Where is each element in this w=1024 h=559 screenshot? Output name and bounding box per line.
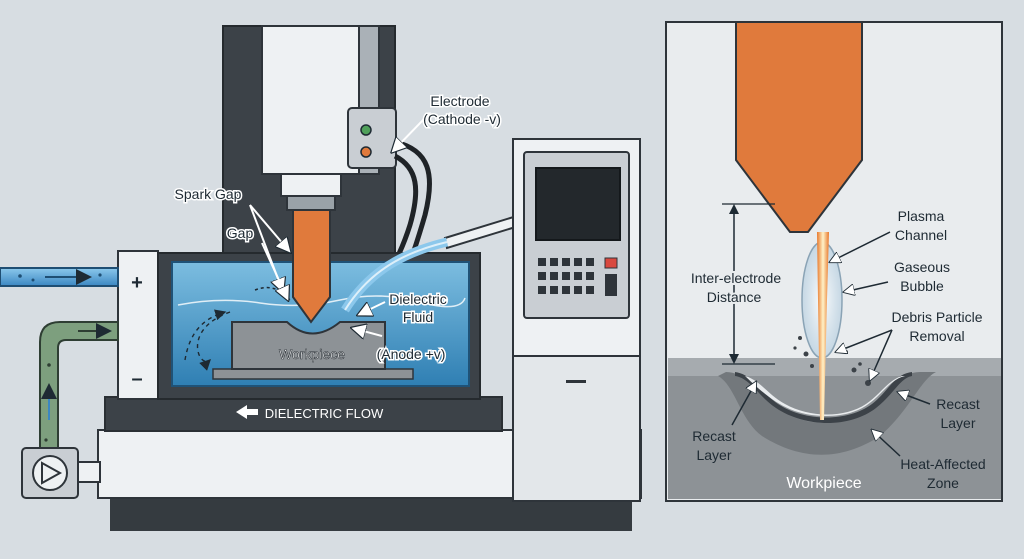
machine-head	[261, 25, 360, 175]
pump-connector	[77, 461, 101, 483]
plasma-channel	[817, 232, 829, 420]
spark-gap-label: Spark Gap	[175, 186, 242, 202]
gaseous-label-2: Bubble	[900, 278, 944, 294]
right-leaders	[731, 231, 931, 457]
workpiece-block	[231, 321, 386, 370]
electrode-label-2: (Cathode -v)	[423, 111, 501, 127]
electrode	[292, 209, 331, 324]
recast-left-label-1: Recast	[692, 428, 736, 444]
plasma-label-1: Plasma	[898, 208, 945, 224]
detail-workpiece-top	[668, 358, 1001, 376]
haz-leader	[872, 430, 901, 457]
inlet-pipe	[0, 267, 119, 287]
electrode-clamp	[286, 195, 336, 211]
dielectric-flow-label: DIELECTRIC FLOW	[265, 406, 384, 421]
anode-leader	[352, 328, 383, 336]
orange-indicator-icon	[360, 146, 372, 158]
debris-particles	[793, 336, 871, 386]
debris-leader-1	[836, 329, 893, 352]
electrode-label-1: Electrode	[430, 93, 489, 109]
plus-terminal: +	[131, 272, 143, 294]
dielectric-stream-highlight	[344, 241, 448, 311]
return-pipe	[21, 321, 119, 499]
workpiece-label-right: Workpiece	[786, 475, 861, 492]
detail-electrode	[735, 21, 863, 233]
left-leaders	[249, 117, 426, 336]
electrode-holder	[280, 173, 342, 197]
gap-leader	[261, 242, 288, 300]
recast-right-leader	[898, 392, 931, 405]
debris-label-1: Debris Particle	[891, 309, 982, 325]
plasma-leader	[830, 231, 891, 262]
haz-label-2: Zone	[927, 475, 959, 491]
debris-leader-2	[870, 329, 893, 380]
debris-label-2: Removal	[909, 328, 964, 344]
dielectric-leader	[358, 301, 386, 315]
side-panel	[117, 250, 159, 400]
inter-electrode-label-2: Distance	[707, 289, 762, 305]
gaseous-label-1: Gaseous	[894, 259, 950, 275]
plasma-label-2: Channel	[895, 227, 947, 243]
recast-right-label-2: Layer	[940, 415, 975, 431]
inter-electrode-label-1: Inter-electrode	[691, 270, 781, 286]
control-box	[347, 107, 397, 169]
circulation-arrow	[196, 311, 231, 371]
anode-label: (Anode +v)	[377, 346, 446, 362]
red-button-icon	[604, 257, 618, 269]
recast-right-label-1: Recast	[936, 396, 980, 412]
spark-gap-leader-1	[249, 204, 290, 252]
dielectric-label-2: Fluid	[403, 309, 433, 325]
gap-label: Gap	[227, 225, 254, 241]
electrode-leader	[392, 117, 426, 152]
cnc-screen	[535, 167, 621, 241]
green-indicator-icon	[360, 124, 372, 136]
cabinet-handle	[566, 380, 586, 383]
cnc-cabinet	[512, 138, 641, 502]
bubble-leader	[844, 281, 889, 292]
haz-label-1: Heat-Affected	[900, 456, 985, 472]
fluid-surface	[177, 295, 466, 308]
crater-fill	[745, 376, 905, 416]
minus-terminal: –	[131, 368, 142, 390]
dielectric-flow-arrow-icon	[236, 405, 258, 419]
black-button-icon	[605, 274, 617, 296]
cabinet-lower	[512, 355, 641, 502]
workpiece-label-left: Workpiece	[279, 346, 345, 362]
keypad	[538, 258, 594, 294]
crater	[735, 372, 912, 423]
dielectric-label-1: Dielectric	[389, 291, 447, 307]
recast-left-leader	[731, 382, 756, 426]
recast-left-label-2: Layer	[696, 447, 731, 463]
dielectric-nozzle	[443, 213, 524, 250]
worktable	[212, 368, 414, 380]
